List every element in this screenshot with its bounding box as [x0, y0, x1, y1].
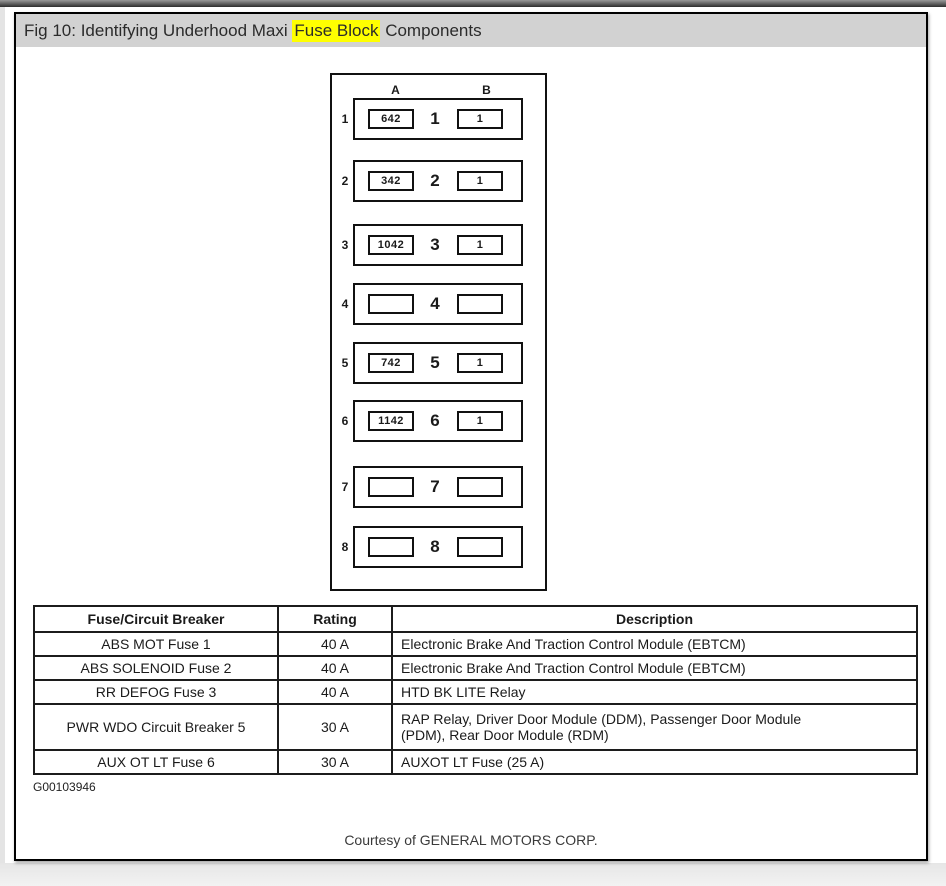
table-row: ABS SOLENOID Fuse 2 40 A Electronic Brak…	[33, 655, 918, 681]
fuse-row-1: 1 642 1 1	[332, 98, 545, 140]
window-bottom-edge	[0, 863, 946, 886]
fuse-slot-b: 1	[457, 411, 503, 431]
figure-id: G00103946	[33, 780, 96, 794]
fuse-row-3: 3 1042 3 1	[332, 224, 545, 266]
table-row: PWR WDO Circuit Breaker 5 30 A RAP Relay…	[33, 703, 918, 751]
window-top-edge	[0, 0, 946, 7]
cell-description: HTD BK LITE Relay	[391, 679, 918, 705]
fuse-position-number: 6	[430, 411, 440, 430]
fuse-slot-a: 642	[368, 109, 414, 129]
cell-rating: 40 A	[277, 679, 393, 705]
fuse-row-box: 1042 3 1	[353, 224, 523, 266]
cell-rating: 30 A	[277, 703, 393, 751]
cell-description: RAP Relay, Driver Door Module (DDM), Pas…	[391, 703, 918, 751]
cell-description: Electronic Brake And Traction Control Mo…	[391, 655, 918, 681]
cell-description: Electronic Brake And Traction Control Mo…	[391, 631, 918, 657]
fuse-row-5: 5 742 5 1	[332, 342, 545, 384]
fuse-row-box: 7	[353, 466, 523, 508]
column-header-a: A	[391, 83, 401, 97]
column-header-b: B	[482, 83, 492, 97]
fuse-slot-b	[457, 537, 503, 557]
fuse-row-number: 5	[341, 356, 349, 370]
fuse-slot-b: 1	[457, 171, 503, 191]
fuse-position-number: 8	[430, 537, 440, 556]
figure-titlebar: Fig 10: Identifying Underhood Maxi Fuse …	[16, 14, 926, 47]
fuse-position-number: 7	[430, 477, 440, 496]
fuse-row-2: 2 342 2 1	[332, 160, 545, 202]
fuse-slot-a	[368, 294, 414, 314]
cell-fuse-name: ABS SOLENOID Fuse 2	[33, 655, 279, 681]
cell-fuse-name: ABS MOT Fuse 1	[33, 631, 279, 657]
fuse-slot-b	[457, 294, 503, 314]
figure-title-prefix: Fig 10: Identifying Underhood Maxi	[24, 20, 293, 40]
fuse-position-number: 3	[430, 235, 440, 254]
fuse-slot-a	[368, 477, 414, 497]
fuse-position-number: 4	[430, 294, 440, 313]
fuse-position-number: 5	[430, 353, 440, 372]
cell-fuse-name: AUX OT LT Fuse 6	[33, 749, 279, 775]
fuse-slot-b: 1	[457, 109, 503, 129]
fuse-position-number: 1	[430, 109, 440, 128]
fuse-slot-a: 342	[368, 171, 414, 191]
fuse-row-8: 8 8	[332, 526, 545, 568]
fuse-row-7: 7 7	[332, 466, 545, 508]
fuse-row-box: 8	[353, 526, 523, 568]
search-highlight: Fuse Block	[292, 19, 381, 42]
cell-fuse-name: PWR WDO Circuit Breaker 5	[33, 703, 279, 751]
fuse-slot-a: 742	[368, 353, 414, 373]
fuse-row-number: 2	[341, 174, 349, 188]
courtesy-note: Courtesy of GENERAL MOTORS CORP.	[344, 832, 598, 848]
fuse-row-number: 3	[341, 238, 349, 252]
fuse-row-6: 6 1142 6 1	[332, 400, 545, 442]
fuse-slot-b	[457, 477, 503, 497]
header-fuse-circuit-breaker: Fuse/Circuit Breaker	[33, 605, 279, 633]
fuse-row-box: 642 1 1	[353, 98, 523, 140]
table-row: AUX OT LT Fuse 6 30 A AUXOT LT Fuse (25 …	[33, 749, 918, 775]
table-row: ABS MOT Fuse 1 40 A Electronic Brake And…	[33, 631, 918, 657]
header-description: Description	[391, 605, 918, 633]
cell-rating: 30 A	[277, 749, 393, 775]
fuse-row-4: 4 4	[332, 283, 545, 325]
fuse-slot-b: 1	[457, 353, 503, 373]
fuse-position-number: 2	[430, 171, 440, 190]
cell-rating: 40 A	[277, 631, 393, 657]
figure-title-suffix: Components	[380, 20, 482, 40]
window-left-edge	[0, 7, 5, 864]
fuse-row-number: 1	[341, 112, 349, 126]
fuse-row-box: 4	[353, 283, 523, 325]
fuse-table-header-row: Fuse/Circuit Breaker Rating Description	[33, 605, 918, 633]
fuse-row-number: 8	[341, 540, 349, 554]
cell-description: AUXOT LT Fuse (25 A)	[391, 749, 918, 775]
fuse-row-box: 742 5 1	[353, 342, 523, 384]
fuse-row-box: 342 2 1	[353, 160, 523, 202]
fuse-slot-b: 1	[457, 235, 503, 255]
fuse-table: Fuse/Circuit Breaker Rating Description …	[33, 605, 918, 775]
fuse-slot-a: 1142	[368, 411, 414, 431]
fuse-slot-a: 1042	[368, 235, 414, 255]
fuse-row-number: 7	[341, 480, 349, 494]
cell-rating: 40 A	[277, 655, 393, 681]
fuse-block-diagram: A B 1 642 1 1 2 342 2 1 3 1042 3 1	[330, 73, 547, 591]
fuse-row-number: 4	[341, 297, 349, 311]
table-row: RR DEFOG Fuse 3 40 A HTD BK LITE Relay	[33, 679, 918, 705]
header-rating: Rating	[277, 605, 393, 633]
fuse-row-box: 1142 6 1	[353, 400, 523, 442]
fuse-row-number: 6	[341, 414, 349, 428]
cell-fuse-name: RR DEFOG Fuse 3	[33, 679, 279, 705]
fuse-slot-a	[368, 537, 414, 557]
figure-frame: Fig 10: Identifying Underhood Maxi Fuse …	[14, 12, 928, 861]
